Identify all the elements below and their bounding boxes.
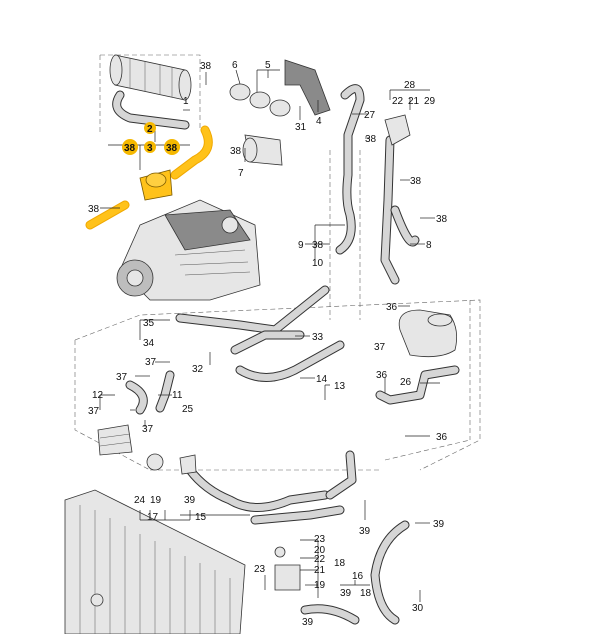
right-hoses <box>335 84 420 285</box>
callout-37: 37 <box>116 372 128 383</box>
callout-38: 38 <box>436 214 448 225</box>
callout-15: 15 <box>195 512 207 523</box>
callout-18: 18 <box>360 588 372 599</box>
leader-lines <box>99 69 440 602</box>
highlight-marker-38 <box>164 139 180 155</box>
thermostat-housing <box>384 114 411 146</box>
callout-19: 19 <box>314 580 326 591</box>
callout-37: 37 <box>374 342 386 353</box>
callout-22: 22 <box>314 554 326 565</box>
callout-36: 36 <box>386 302 398 313</box>
callout-36: 36 <box>376 370 388 381</box>
callout-8: 8 <box>426 240 432 251</box>
callout-16: 16 <box>352 571 364 582</box>
callout-7: 7 <box>238 168 244 179</box>
callout-24: 24 <box>134 495 146 506</box>
callout-18: 18 <box>334 558 346 569</box>
connector-17 <box>146 453 197 475</box>
callout-38: 38 <box>124 143 136 154</box>
callout-37: 37 <box>88 406 100 417</box>
callout-29: 29 <box>424 96 436 107</box>
callout-39: 39 <box>302 617 314 628</box>
callout-38: 38 <box>88 204 100 215</box>
radiator <box>64 489 246 634</box>
callout-21: 21 <box>408 96 420 107</box>
lower-hose-15 <box>185 450 357 525</box>
callout-22: 22 <box>392 96 404 107</box>
callout-10: 10 <box>312 258 324 269</box>
connector-18-21 <box>274 546 301 591</box>
callout-31: 31 <box>295 122 307 133</box>
callout-11: 11 <box>172 390 183 401</box>
callout-30: 30 <box>412 603 424 614</box>
callout-labels: 38 6 5 1 4 31 27 28 22 21 29 2 38 3 38 3… <box>88 60 448 628</box>
callout-26: 26 <box>400 377 412 388</box>
callout-25: 25 <box>182 404 194 415</box>
callout-38: 38 <box>410 176 422 187</box>
callout-37: 37 <box>145 357 157 368</box>
callout-27: 27 <box>364 110 376 121</box>
callout-28: 28 <box>404 80 416 91</box>
expansion-tank <box>398 309 458 358</box>
callout-1: 1 <box>183 96 189 107</box>
callout-9: 9 <box>298 240 304 251</box>
callout-34: 34 <box>143 338 155 349</box>
callout-13: 13 <box>334 381 346 392</box>
callout-17: 17 <box>147 512 159 523</box>
callout-20: 20 <box>314 545 326 556</box>
egr-cooler <box>109 54 192 101</box>
pump-7 <box>242 134 283 166</box>
hose-26 <box>375 365 460 405</box>
callout-5: 5 <box>265 60 271 71</box>
callout-37: 37 <box>142 424 154 435</box>
callout-38: 38 <box>166 143 178 154</box>
callout-38: 38 <box>230 146 242 157</box>
callout-23: 23 <box>254 564 266 575</box>
callout-12: 12 <box>92 390 104 401</box>
callout-39: 39 <box>340 588 352 599</box>
oil-cooler <box>97 424 133 456</box>
callout-32: 32 <box>192 364 204 375</box>
callout-21: 21 <box>314 565 326 576</box>
callout-3: 3 <box>147 143 153 154</box>
callout-33: 33 <box>312 332 324 343</box>
highlight-marker-38 <box>122 139 138 155</box>
highlight-marker-3 <box>144 141 156 153</box>
valve-group-5-6 <box>229 83 291 117</box>
callout-38: 38 <box>365 134 377 145</box>
dashed-group-outlines <box>74 54 481 471</box>
left-hoses <box>125 370 175 415</box>
engine-block <box>116 199 261 301</box>
lower-hose-16 <box>300 520 410 625</box>
highlight-marker-2 <box>144 122 156 134</box>
callout-35: 35 <box>143 318 155 329</box>
callout-38: 38 <box>200 61 212 72</box>
middle-pipes <box>175 285 345 382</box>
callout-6: 6 <box>232 60 238 71</box>
callout-23: 23 <box>314 534 326 545</box>
callout-4: 4 <box>316 116 322 127</box>
callout-39: 39 <box>184 495 196 506</box>
callout-39: 39 <box>433 519 445 530</box>
callout-36: 36 <box>436 432 448 443</box>
small-hose-upper <box>112 90 190 130</box>
callout-38: 38 <box>312 240 324 251</box>
callout-19: 19 <box>150 495 162 506</box>
callout-14: 14 <box>316 374 328 385</box>
callout-2: 2 <box>147 124 153 135</box>
callout-39: 39 <box>359 526 371 537</box>
bracket-4 <box>284 59 331 116</box>
